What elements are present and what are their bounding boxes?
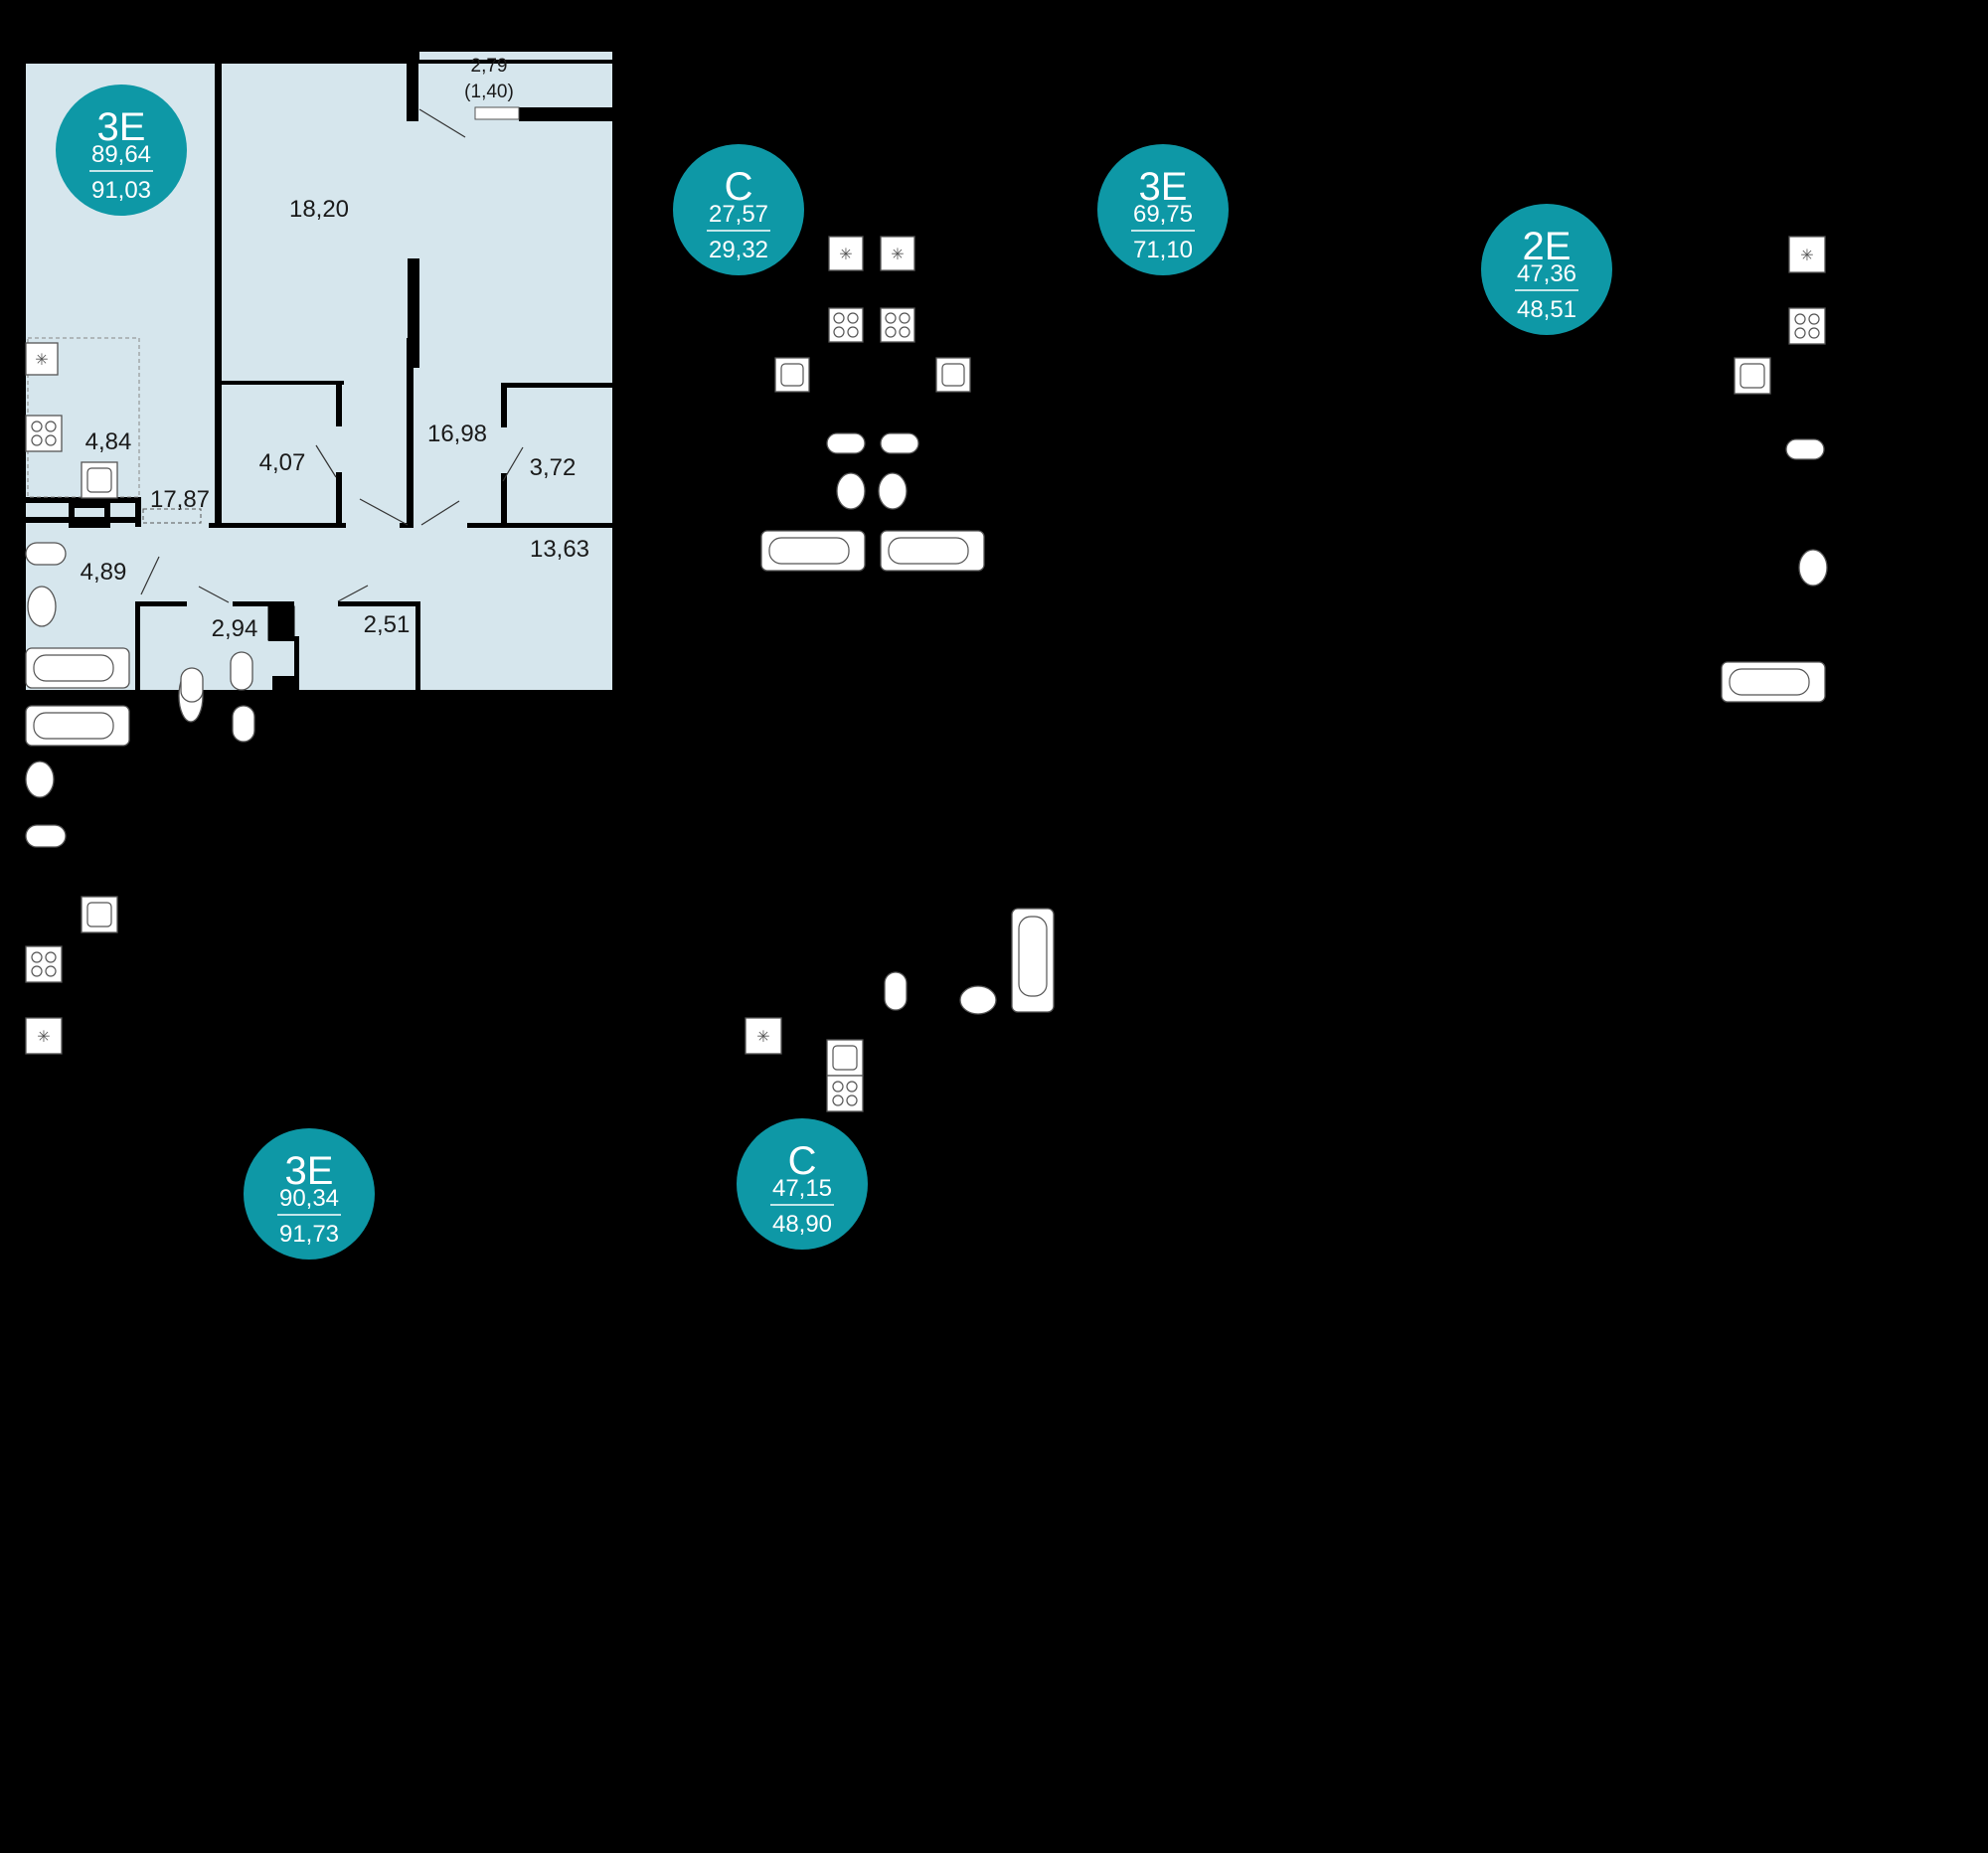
- room-label-balcony-sub: (1,40): [464, 82, 514, 102]
- toilet-icon: [880, 432, 919, 454]
- toilet-icon: [25, 542, 67, 566]
- fridge-icon: ✳: [25, 342, 59, 376]
- fridge-icon: ✳: [1788, 236, 1826, 273]
- fridge-icon: ✳: [25, 1017, 63, 1055]
- sink-icon: [81, 461, 118, 499]
- badge-type: С: [788, 1139, 817, 1183]
- badge-type: 3E: [1139, 165, 1188, 209]
- svg-text:✳: ✳: [839, 245, 852, 263]
- svg-text:✳: ✳: [891, 245, 904, 263]
- toilet-icon: [230, 651, 253, 691]
- badge-type: 3E: [285, 1149, 334, 1193]
- svg-text:✳: ✳: [756, 1027, 769, 1046]
- badge-living-area: 47,15: [772, 1175, 832, 1202]
- stove-icon: [826, 1075, 864, 1112]
- bathtub-icon: [760, 530, 866, 572]
- badge-total-area: 48,90: [772, 1211, 832, 1238]
- apartment-badge-3[interactable]: 3E 69,75 71,10: [1097, 144, 1229, 275]
- svg-text:✳: ✳: [35, 350, 48, 369]
- room-label-bathroom-2: 2,51: [364, 611, 411, 638]
- sink-icon: [1734, 357, 1771, 395]
- washbasin-icon: [27, 586, 57, 627]
- stove-icon: [1788, 307, 1826, 345]
- bathtub-icon: [1011, 908, 1055, 1013]
- badge-living-area: 27,57: [709, 201, 768, 228]
- badge-type: 2E: [1523, 225, 1572, 268]
- room-label-wardrobe-2: 3,72: [530, 454, 577, 481]
- badge-total-area: 91,73: [279, 1221, 339, 1248]
- stove-icon: [828, 307, 864, 343]
- bathtub-icon: [25, 647, 130, 689]
- balcony-floor: [419, 52, 612, 62]
- fixtures-other: ✳ ✳ ✳ ✳ ✳: [25, 236, 1828, 1112]
- stove-icon: [25, 415, 63, 452]
- sink-icon: [774, 357, 810, 393]
- badge-total-area: 71,10: [1133, 237, 1193, 263]
- apartment-badge-5[interactable]: 3E 90,34 91,73: [244, 1128, 375, 1260]
- walls: [26, 60, 612, 691]
- fridge-icon: ✳: [828, 236, 864, 271]
- bathtub-icon: [1721, 661, 1826, 703]
- fridge-icon: ✳: [745, 1017, 782, 1055]
- washbasin-icon: [1798, 549, 1828, 587]
- badge-living-area: 47,36: [1517, 260, 1576, 287]
- badge-type: 3E: [97, 105, 146, 149]
- svg-text:✳: ✳: [1800, 246, 1813, 264]
- stove-icon: [880, 307, 915, 343]
- room-label-hall: 13,63: [530, 536, 589, 563]
- apartment-badge-6[interactable]: С 47,15 48,90: [737, 1118, 868, 1250]
- room-label-bedroom-1: 18,20: [289, 196, 349, 223]
- badge-type: С: [725, 165, 753, 209]
- badge-total-area: 91,03: [91, 177, 151, 204]
- badge-living-area: 69,75: [1133, 201, 1193, 228]
- sink-icon: [935, 357, 971, 393]
- toilet-icon: [884, 971, 908, 1011]
- toilet-icon: [1785, 438, 1825, 460]
- badge-living-area: 89,64: [91, 141, 151, 168]
- apartment-badge-4[interactable]: 2E 47,36 48,51: [1481, 204, 1612, 335]
- washbasin-icon: [959, 985, 997, 1015]
- room-label-bedroom-2: 16,98: [427, 421, 487, 447]
- room-label-living: 17,87: [150, 486, 210, 513]
- stove-icon: [25, 945, 63, 983]
- bathtub-icon: [880, 530, 985, 572]
- toilet-icon: [180, 667, 204, 703]
- toilet-icon: [826, 432, 866, 454]
- room-label-wc: 2,94: [212, 615, 258, 642]
- room-label-kitchen: 4,84: [85, 428, 132, 455]
- sink-icon: [81, 896, 118, 933]
- bathtub-icon: [25, 705, 130, 747]
- sink-icon: [826, 1039, 864, 1077]
- room-label-wardrobe-1: 4,07: [259, 449, 306, 476]
- badge-living-area: 90,34: [279, 1185, 339, 1212]
- fridge-icon: ✳: [880, 236, 915, 271]
- apartment-badge-2[interactable]: С 27,57 29,32: [673, 144, 804, 275]
- washbasin-icon: [878, 472, 908, 510]
- toilet-icon: [232, 705, 255, 743]
- apartment-badge-1[interactable]: 3E 89,64 91,03: [56, 84, 187, 216]
- washbasin-icon: [836, 472, 866, 510]
- room-label-balcony: 2,79: [471, 56, 508, 77]
- badge-total-area: 48,51: [1517, 296, 1576, 323]
- toilet-icon: [25, 824, 67, 848]
- room-label-bathroom-1: 4,89: [81, 559, 127, 586]
- badge-total-area: 29,32: [709, 237, 768, 263]
- svg-text:✳: ✳: [37, 1027, 50, 1046]
- washbasin-icon: [25, 760, 55, 798]
